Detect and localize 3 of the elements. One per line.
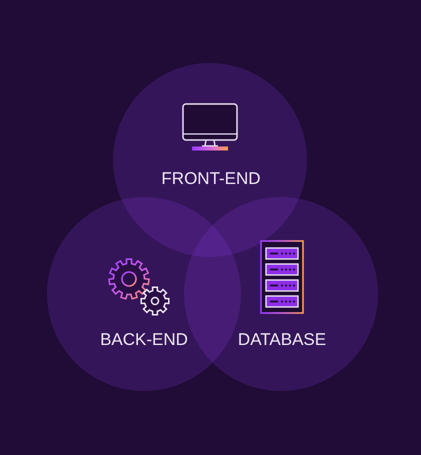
circle-label: FRONT-END [161, 169, 261, 189]
circle-label: BACK-END [100, 330, 188, 350]
circle-label: DATABASE [238, 330, 326, 350]
